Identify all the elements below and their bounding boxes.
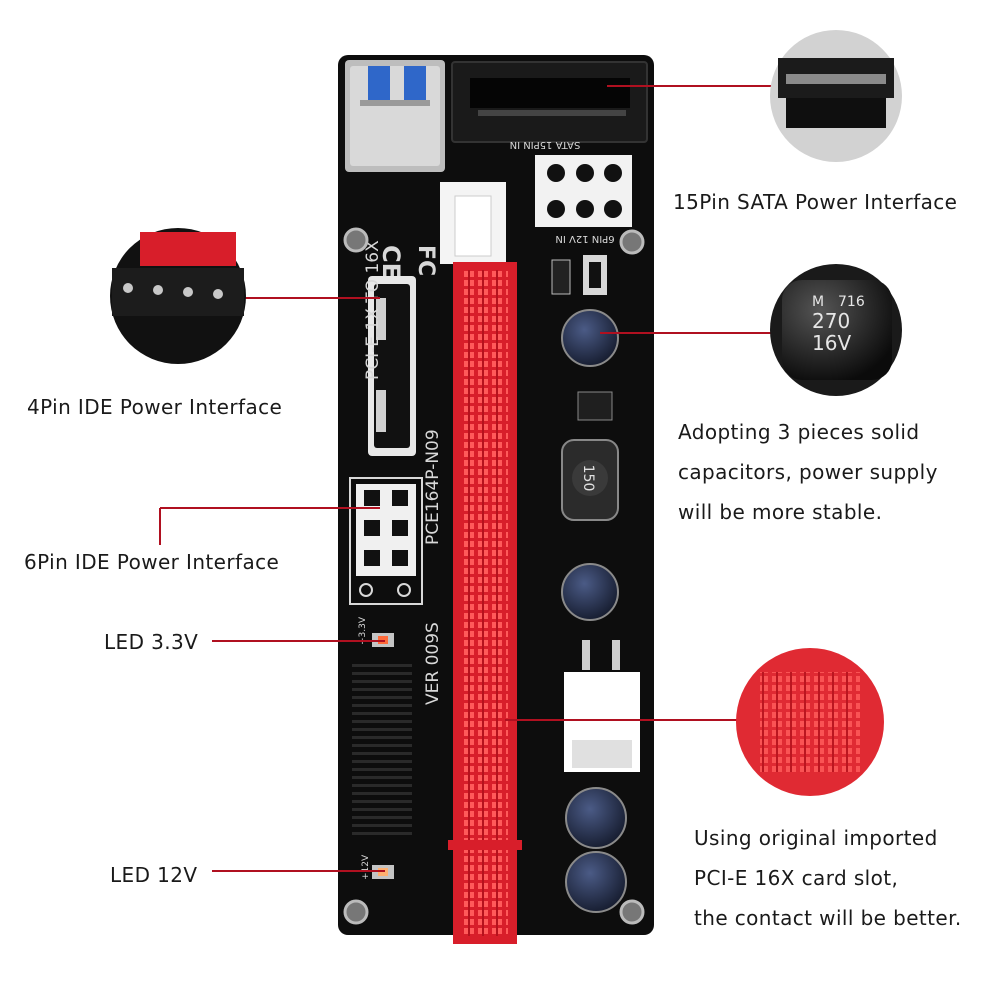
regulator	[564, 640, 640, 772]
label-ide4: 4Pin IDE Power Interface	[27, 395, 283, 419]
capacitor-ec3	[561, 563, 619, 621]
inductor-silk: 150	[580, 465, 596, 492]
usb-port	[345, 60, 445, 172]
resistor	[551, 259, 571, 295]
mount-hole	[619, 229, 645, 255]
zoom-cap-code: 716	[838, 294, 865, 310]
sata-connector: SATA 15PIN IN	[451, 61, 648, 150]
led-12v-silk: +12V	[361, 854, 371, 880]
label-capacitors: Adopting 3 pieces solid capacitors, powe…	[678, 412, 938, 532]
zoom-cap-value: 270	[812, 309, 850, 333]
six-pin-ide	[349, 477, 423, 605]
label-capacitors-line: capacitors, power supply	[678, 460, 938, 484]
label-slot-line: Using original imported	[694, 826, 938, 850]
ce-mark: CE	[377, 245, 405, 279]
label-slot-line: the contact will be better.	[694, 906, 962, 930]
six-pin-silk: 6PIN 12V IN	[555, 233, 614, 244]
label-capacitors-line: Adopting 3 pieces solid	[678, 420, 920, 444]
zoom-slot	[736, 648, 884, 796]
mount-hole	[343, 899, 369, 925]
pcie-16x-slot	[440, 182, 522, 944]
led-3v3-silk: +3.3V	[358, 616, 368, 645]
mount-hole	[619, 899, 645, 925]
fc-mark: FC	[413, 245, 438, 276]
zoom-cap-voltage: 16V	[812, 331, 851, 355]
label-led12: LED 12V	[110, 863, 198, 887]
sata-in-silk: SATA 15PIN IN	[510, 139, 581, 150]
label-ide6: 6Pin IDE Power Interface	[24, 550, 280, 574]
four-pin-molex	[368, 276, 416, 456]
label-led33: LED 3.3V	[104, 630, 199, 654]
label-slot: Using original imported PCI-E 16X card s…	[694, 818, 962, 938]
label-capacitors-line: will be more stable.	[678, 500, 883, 524]
zoom-sata	[770, 30, 902, 162]
capacitor-ec2	[565, 787, 627, 849]
capacitor-ec1	[565, 851, 627, 913]
callout-lines	[159, 85, 780, 872]
six-pin-input: 6PIN 12V IN	[535, 155, 632, 244]
mount-hole	[343, 227, 369, 253]
resistor	[589, 262, 601, 288]
pcie-1x-16x-silk: PCI-E 1X TO 16X	[363, 240, 383, 380]
label-slot-line: PCI-E 16X card slot,	[694, 866, 899, 890]
zoom-ide4	[110, 228, 246, 364]
capacitor-ec4	[561, 309, 619, 367]
model-silk: PCE164P-N09	[423, 429, 443, 545]
fin-silk	[352, 660, 412, 840]
version-silk: VER 009S	[423, 622, 443, 705]
zoom-cap-mark: M	[812, 294, 824, 310]
ic-chip	[577, 391, 613, 421]
zoom-capacitor: M 716 270 16V	[770, 264, 902, 396]
label-sata: 15Pin SATA Power Interface	[673, 190, 958, 214]
inductor: 150	[561, 439, 619, 521]
